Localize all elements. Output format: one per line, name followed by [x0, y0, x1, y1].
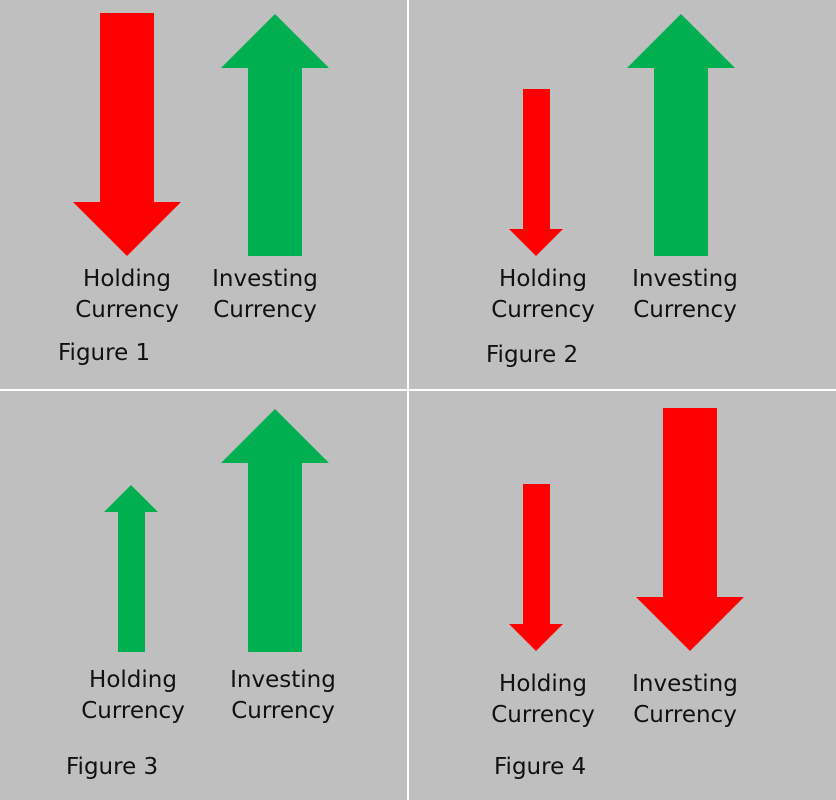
figure-2-investing-label: Investing Currency [632, 266, 738, 323]
figure-4-holding-label: Holding Currency [491, 671, 595, 728]
figure-1-investing-label: Investing Currency [212, 266, 318, 323]
figure-1-holding-label: Holding Currency [75, 266, 179, 323]
figure-3-holding-label: Holding Currency [81, 667, 185, 724]
figure-4-holding-down-arrow-icon [509, 484, 563, 651]
figure-3-panel: Holding Currency Investing Currency Figu… [0, 391, 407, 800]
figure-1-investing-up-arrow-icon [221, 14, 329, 256]
figure-4-caption: Figure 4 [494, 754, 587, 780]
figure-4-investing-down-arrow-icon [636, 408, 744, 651]
figure-2-panel: Holding Currency Investing Currency Figu… [409, 0, 836, 389]
figure-1-caption: Figure 1 [58, 340, 151, 366]
figure-2-holding-label: Holding Currency [491, 266, 595, 323]
figure-1-panel: Holding Currency Investing Currency Figu… [0, 0, 407, 389]
figure-3-investing-up-arrow-icon [221, 409, 329, 652]
figure-4-panel: Holding Currency Investing Currency Figu… [409, 391, 836, 800]
figure-3-investing-label: Investing Currency [230, 667, 336, 724]
figure-3-holding-up-arrow-icon [104, 485, 158, 652]
figure-2-holding-down-arrow-icon [509, 89, 563, 256]
figure-2-investing-up-arrow-icon [627, 14, 735, 256]
figure-4-investing-label: Investing Currency [632, 671, 738, 728]
figure-1-holding-down-arrow-icon [73, 13, 181, 256]
figure-3-caption: Figure 3 [66, 754, 159, 780]
figure-2-caption: Figure 2 [486, 342, 579, 368]
